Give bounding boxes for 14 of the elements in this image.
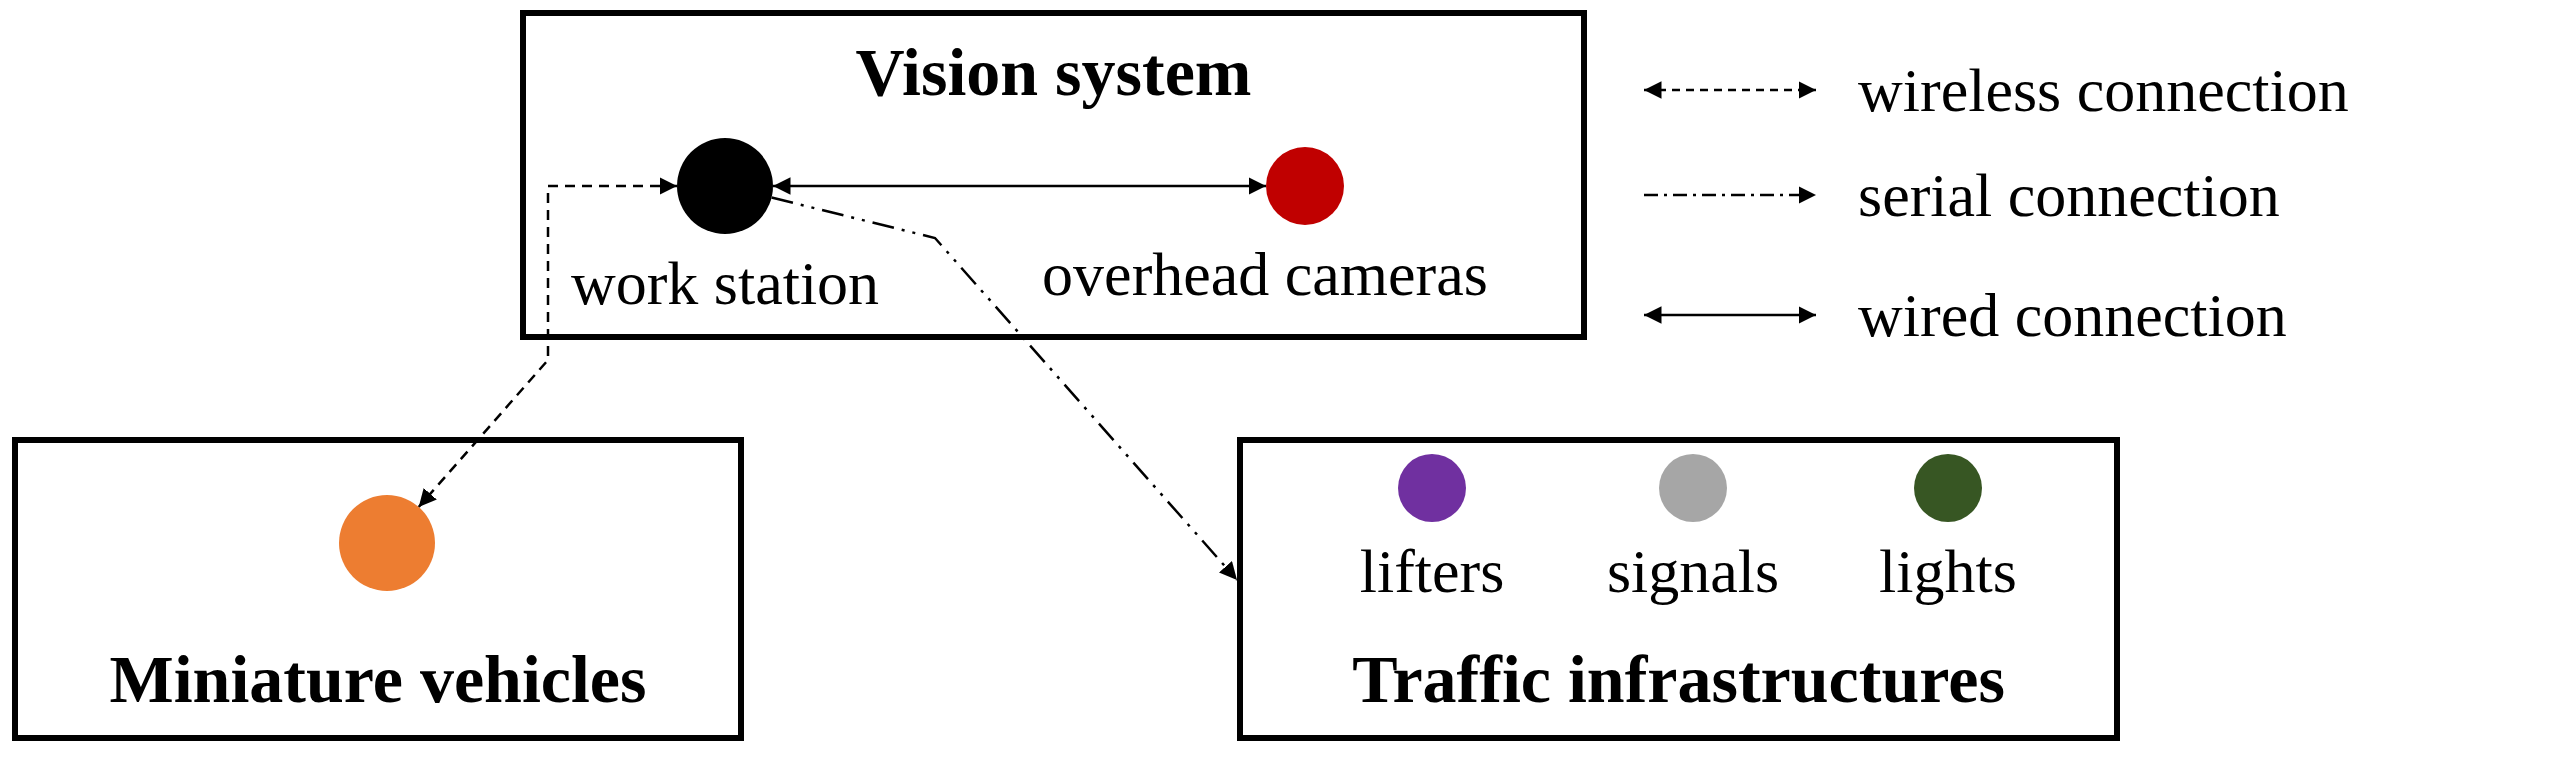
group-title: Miniature vehicles [109,645,647,713]
component-label: work station [570,252,880,314]
group-frame [520,10,1587,340]
group-title: Traffic infrastructures [1352,645,2005,713]
component-label: overhead cameras [1042,243,1488,305]
connector-arrow [771,196,1238,581]
legend-label: wireless connection [1858,59,2349,121]
legend-label: wired connection [1858,284,2287,346]
component-label: lifters [1359,540,1505,602]
legend-label: serial connection [1858,164,2280,226]
connector-arrow [773,177,1266,195]
connector-arrow [417,177,677,508]
group-frame [12,437,744,741]
group-frame [1237,437,2120,741]
